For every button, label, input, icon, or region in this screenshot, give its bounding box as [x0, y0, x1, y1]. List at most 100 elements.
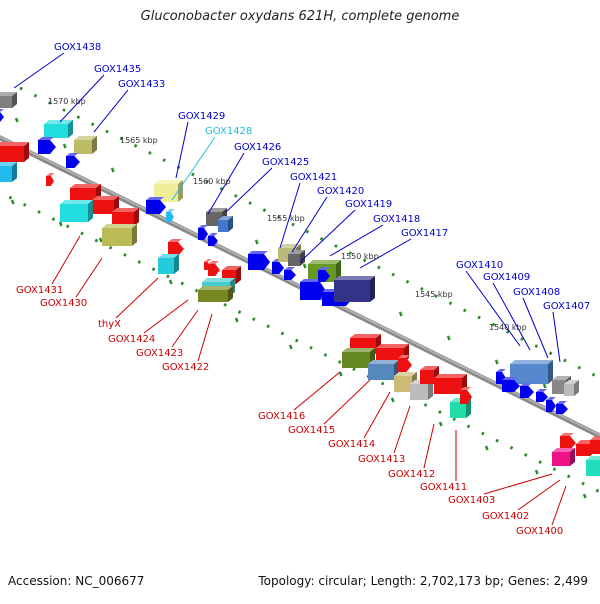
gene-block: [590, 436, 600, 454]
tick-mark: [37, 210, 41, 214]
tick-mark: [105, 129, 109, 134]
tick-mark: [248, 201, 252, 205]
label-leader: [329, 224, 384, 257]
tick-mark: [237, 310, 242, 314]
gene-label-bottom: GOX1416: [258, 411, 305, 422]
gene-features: [0, 92, 600, 476]
tick-mark: [362, 258, 367, 263]
scale-label: 1540 kbp: [489, 323, 527, 332]
tick-mark: [438, 421, 443, 427]
scale-label: 1560 kbp: [193, 177, 231, 186]
tick-mark: [233, 193, 238, 198]
tick-mark: [338, 371, 343, 377]
gene-label-top: GOX1419: [345, 199, 392, 210]
gene-block: [376, 344, 409, 362]
tick-mark: [262, 208, 267, 213]
gene-label-bottom: GOX1400: [516, 526, 563, 537]
label-leader: [522, 297, 549, 359]
tick-mark: [51, 217, 56, 222]
label-leader: [552, 311, 561, 363]
gene-block: [0, 142, 29, 162]
label-leader: [423, 423, 435, 469]
tick-mark: [582, 493, 587, 499]
tick-mark: [108, 245, 113, 250]
label-leader: [51, 235, 81, 285]
gene-block: [284, 267, 296, 280]
tick-mark: [524, 453, 528, 457]
gene-block: [0, 162, 17, 182]
gene-label-top: GOX1407: [543, 301, 590, 312]
label-leader: [492, 282, 531, 351]
gene-block: [208, 233, 218, 246]
gene-label-top: GOX1433: [118, 79, 165, 90]
gene-label-top: GOX1418: [373, 214, 420, 225]
gene-block: [288, 250, 305, 266]
gene-label-top: GOX1408: [513, 287, 560, 298]
tick-mark: [119, 136, 124, 141]
genome-title: Gluconobacter oxydans 621H, complete gen…: [140, 9, 460, 24]
gene-label-top: GOX1409: [483, 272, 530, 283]
label-leader: [299, 209, 356, 263]
label-leader: [323, 379, 371, 425]
tick-mark: [180, 281, 185, 286]
gene-label-top: GOX1420: [317, 186, 364, 197]
gene-label-top: GOX1417: [401, 228, 448, 239]
tick-mark: [448, 301, 453, 306]
label-leader: [393, 405, 411, 454]
tick-mark: [302, 263, 307, 269]
gene-block: [0, 92, 17, 108]
tick-mark: [494, 359, 499, 365]
tick-mark: [538, 460, 542, 465]
label-leader: [465, 270, 521, 347]
tick-mark: [420, 287, 424, 291]
gene-block: [398, 355, 412, 372]
tick-mark: [491, 322, 496, 327]
tick-mark: [62, 108, 66, 112]
gene-block: [44, 120, 73, 138]
tick-mark: [380, 381, 385, 386]
gene-block: [66, 153, 80, 168]
gene-block: [560, 433, 576, 450]
tick-mark: [191, 172, 195, 177]
gene-label-top: GOX1428: [205, 126, 252, 137]
tick-mark: [65, 224, 70, 229]
gene-block: [218, 216, 233, 232]
tick-mark: [391, 272, 395, 277]
gene-block: [502, 377, 520, 392]
tick-mark: [423, 403, 428, 407]
tick-mark: [552, 467, 557, 472]
gene-block: [556, 401, 568, 414]
gene-block: [204, 259, 212, 270]
tick-mark: [398, 311, 403, 317]
gene-label-top: GOX1435: [94, 64, 141, 75]
gene-block: [60, 200, 93, 222]
tick-mark: [446, 335, 451, 341]
tick-mark: [563, 358, 567, 363]
tick-mark: [481, 431, 485, 436]
gene-block: [0, 109, 4, 122]
tick-mark: [166, 274, 170, 279]
tick-mark: [309, 345, 313, 350]
gene-block: [586, 456, 600, 476]
tick-mark: [291, 222, 295, 227]
gene-label-bottom: GOX1431: [16, 285, 63, 296]
gene-label-bottom: GOX1403: [448, 495, 495, 506]
tick-mark: [505, 329, 510, 334]
gene-label-bottom: GOX1422: [162, 362, 209, 373]
label-leader: [207, 152, 245, 215]
tick-mark: [337, 360, 342, 364]
tick-mark: [14, 117, 19, 123]
scale-label: 1565 kbp: [120, 136, 158, 145]
tick-mark: [352, 367, 356, 372]
tick-mark: [577, 365, 582, 370]
tick-mark: [595, 488, 600, 493]
label-leader: [171, 136, 216, 201]
tick-mark: [377, 265, 381, 270]
gene-block: [248, 251, 270, 270]
gene-block: [74, 136, 97, 154]
tick-mark: [294, 338, 299, 343]
label-leader: [93, 89, 129, 133]
gene-label-bottom: GOX1415: [288, 425, 335, 436]
tick-mark: [47, 100, 52, 105]
